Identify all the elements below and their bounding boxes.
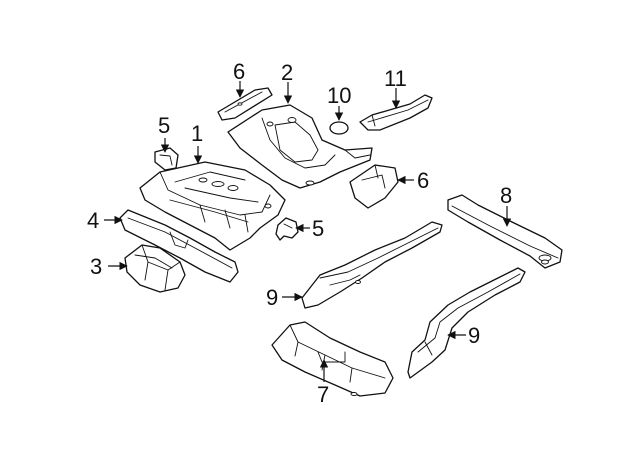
callout-5a: 5 bbox=[158, 113, 170, 138]
part-5-bracket-lower bbox=[275, 217, 299, 241]
part-6-extension-right bbox=[349, 164, 399, 209]
part-9-side-rail-upper bbox=[301, 221, 443, 309]
callout-8: 8 bbox=[500, 183, 512, 208]
callout-9a: 9 bbox=[266, 285, 278, 310]
callout-labels: 1 2 3 4 5 5 6 6 7 8 9 9 10 11 bbox=[87, 59, 512, 407]
part-8-rear-rail bbox=[447, 194, 563, 269]
part-10-plug bbox=[329, 121, 349, 135]
callout-4: 4 bbox=[87, 208, 99, 233]
part-5-bracket-upper bbox=[154, 147, 179, 171]
part-6-reinforcement-upper bbox=[217, 87, 273, 121]
callout-10: 10 bbox=[327, 83, 351, 108]
part-7-rear-crossmember bbox=[271, 321, 394, 397]
callout-2: 2 bbox=[281, 60, 293, 85]
part-11-reinforcement bbox=[359, 94, 433, 131]
leader-lines bbox=[104, 81, 512, 382]
part-9-side-rail-lower bbox=[407, 267, 526, 379]
part-4-crossmember bbox=[119, 209, 239, 283]
callout-6b: 6 bbox=[417, 168, 429, 193]
callout-6a: 6 bbox=[233, 59, 245, 84]
callout-1: 1 bbox=[191, 121, 203, 146]
part-1-floor-pan bbox=[139, 161, 286, 251]
callout-3: 3 bbox=[90, 254, 102, 279]
callout-9b: 9 bbox=[468, 323, 480, 348]
callout-7: 7 bbox=[317, 382, 329, 407]
callout-11: 11 bbox=[384, 66, 407, 91]
part-3-bracket bbox=[124, 244, 186, 293]
callout-5b: 5 bbox=[312, 216, 324, 241]
part-2-rear-floor-pan bbox=[227, 104, 373, 189]
